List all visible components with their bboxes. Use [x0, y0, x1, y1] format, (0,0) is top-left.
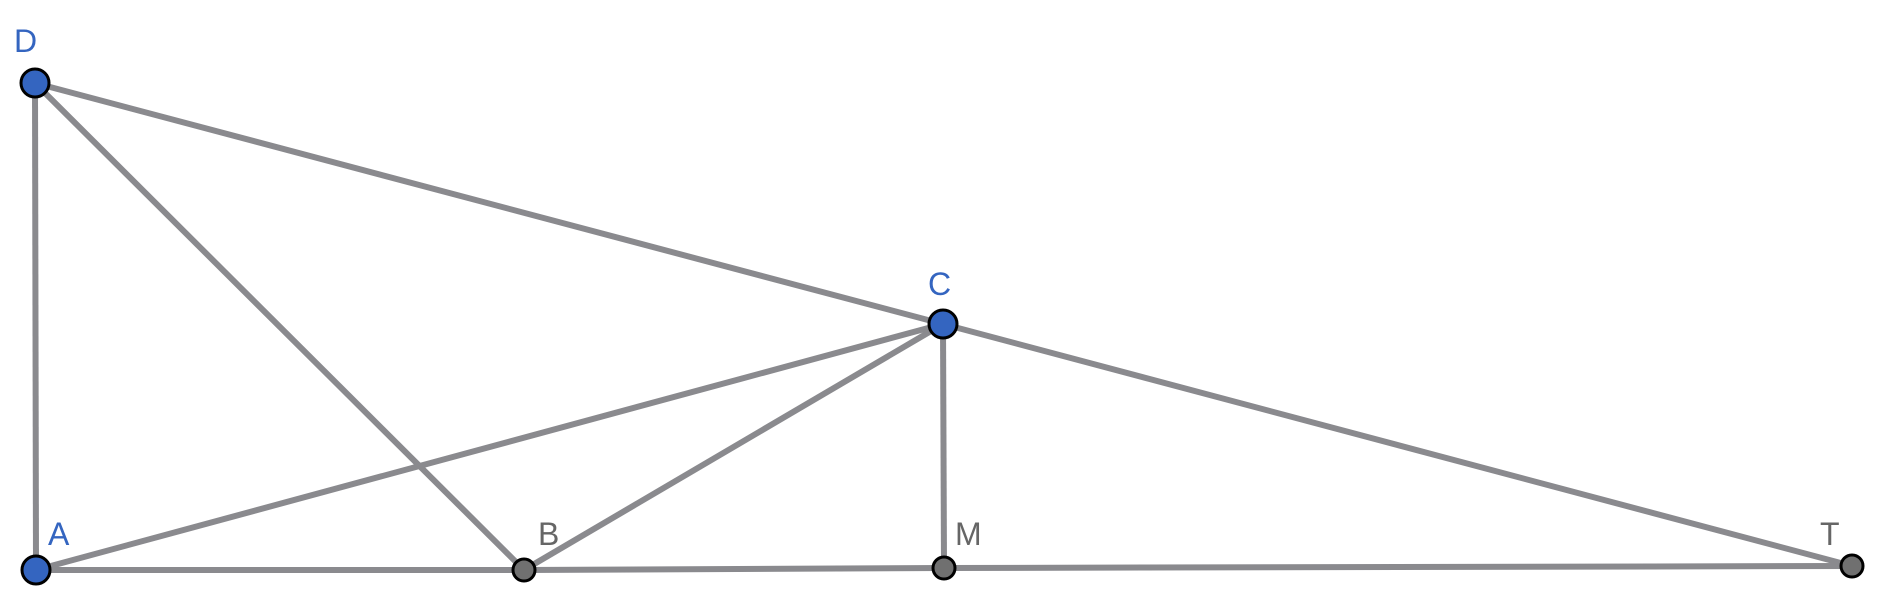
segment-CM[interactable]	[940, 323, 947, 569]
segment-AC[interactable]	[35, 321, 944, 573]
point-C[interactable]	[927, 308, 959, 340]
point-label-C: C	[928, 266, 951, 302]
segment-DB[interactable]	[32, 80, 527, 573]
point-B[interactable]	[511, 557, 537, 583]
point-label-M: M	[955, 516, 982, 552]
point-label-B: B	[538, 516, 559, 552]
point-M[interactable]	[931, 555, 957, 581]
point-T[interactable]	[1839, 553, 1865, 579]
point-label-A: A	[48, 516, 70, 552]
point-D[interactable]	[19, 67, 51, 99]
segment-MT[interactable]	[943, 563, 1853, 571]
segment-DC[interactable]	[34, 80, 944, 327]
segment-BM[interactable]	[523, 565, 945, 573]
segment-CT[interactable]	[942, 321, 1853, 569]
point-label-T: T	[1820, 516, 1840, 552]
segment-DA[interactable]	[32, 82, 39, 571]
point-label-D: D	[14, 23, 37, 59]
segment-BC[interactable]	[522, 321, 945, 573]
point-A[interactable]	[20, 554, 52, 586]
